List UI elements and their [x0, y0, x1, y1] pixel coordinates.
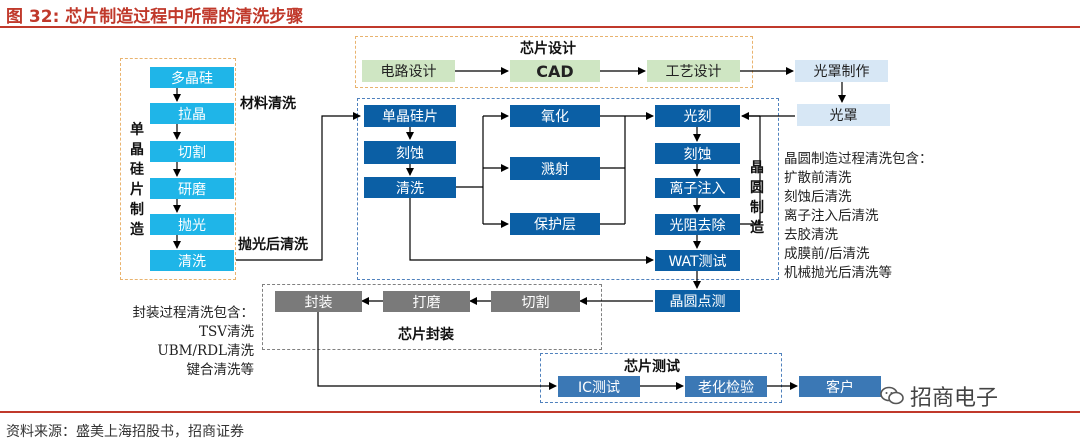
title-rule [0, 26, 1080, 28]
wafer-node-etch-left: 刻蚀 [364, 141, 456, 164]
wafer-node-resist-strip: 光阻去除 [655, 214, 740, 235]
wafer-cleaning-item: 成膜前/后清洗 [784, 246, 870, 262]
wafer-cleaning-list: 晶圆制造过程清洗包含： 扩散前清洗 刻蚀后清洗 离子注入后清洗 去胶清洗 成膜前… [784, 150, 933, 283]
ingot-node-polysilicon: 多晶硅 [150, 67, 234, 88]
testing-group [540, 353, 782, 403]
ingot-node-polishing: 抛光 [150, 214, 234, 235]
package-cleaning-item: UBM/RDL清洗 [157, 343, 254, 359]
test-node-ic-test: IC测试 [558, 376, 640, 397]
wafer-cleaning-item: 去胶清洗 [784, 227, 838, 243]
post-polish-clean-label: 抛光后清洗 [238, 237, 308, 253]
design-group [355, 36, 753, 88]
packaging-group-label: 芯片封装 [398, 327, 454, 343]
ingot-group-label: 单晶硅片制造 [130, 122, 144, 238]
design-node-cad: CAD [510, 60, 600, 82]
ingot-node-cleaning: 清洗 [150, 250, 234, 271]
figure-title: 图 32: 芯片制造过程中所需的清洗步骤 [6, 7, 304, 27]
watermark: 招商电子 [910, 386, 999, 411]
package-cleaning-item: 键合清洗等 [186, 362, 255, 378]
material-clean-label: 材料清洗 [240, 96, 296, 112]
wafer-cleaning-item: 扩散前清洗 [784, 170, 852, 186]
wafer-node-sputtering: 溅射 [510, 157, 600, 180]
packaging-group [262, 284, 602, 350]
wafer-cleaning-title: 晶圆制造过程清洗包含： [784, 151, 933, 167]
design-node-circuit: 电路设计 [362, 60, 455, 82]
ingot-group [120, 58, 236, 280]
ingot-node-grinding: 研磨 [150, 178, 234, 199]
package-node-polish: 打磨 [383, 291, 470, 312]
design-node-process: 工艺设计 [647, 60, 740, 82]
design-group-label: 芯片设计 [520, 41, 576, 57]
wafer-node-probe: 晶圆点测 [655, 290, 740, 312]
testing-group-label: 芯片测试 [624, 359, 680, 375]
ingot-node-cutting: 切割 [150, 141, 234, 162]
design-node-mask: 光罩 [797, 104, 890, 126]
source-note: 资料来源：盛美上海招股书，招商证券 [6, 424, 244, 440]
package-node-packaging: 封装 [275, 291, 362, 312]
package-cleaning-title: 封装过程清洗包含： [132, 305, 255, 321]
wafer-cleaning-item: 刻蚀后清洗 [784, 189, 852, 205]
ingot-node-crystal-pulling: 拉晶 [150, 103, 234, 124]
wafer-cleaning-item: 机械抛光后清洗等 [784, 265, 892, 281]
bottom-rule [0, 411, 1080, 413]
package-cleaning-item: TSV清洗 [198, 324, 254, 340]
test-node-aging: 老化检验 [685, 376, 767, 397]
wechat-icon [880, 386, 904, 405]
package-node-dicing: 切割 [491, 291, 580, 312]
wafer-node-protective-layer: 保护层 [510, 213, 600, 235]
wafer-node-clean: 清洗 [364, 177, 456, 198]
wafer-node-etch-right: 刻蚀 [655, 143, 740, 164]
wafer-node-lithography: 光刻 [655, 105, 740, 127]
package-cleaning-list: 封装过程清洗包含： TSV清洗 UBM/RDL清洗 键合清洗等 [96, 304, 255, 380]
test-node-customer: 客户 [799, 376, 881, 397]
wafer-group-label: 晶圆制造 [750, 160, 764, 236]
wafer-node-wat-test: WAT测试 [655, 250, 740, 271]
wafer-node-oxidation: 氧化 [510, 105, 600, 127]
design-node-mask-making: 光罩制作 [795, 60, 888, 82]
wafer-cleaning-item: 离子注入后清洗 [784, 208, 879, 224]
wafer-group [357, 98, 779, 280]
wafer-node-ion-implant: 离子注入 [655, 178, 740, 198]
wafer-node-single-crystal: 单晶硅片 [364, 105, 456, 127]
